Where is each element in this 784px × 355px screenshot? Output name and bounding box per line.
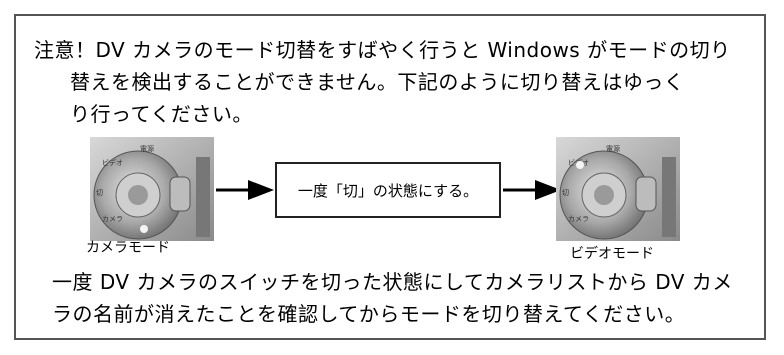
- dial-label-video: ビデオ: [102, 158, 123, 167]
- notice-line-3: り行ってください。: [70, 102, 253, 126]
- off-state-box: 一度「切」の状態にする。: [275, 162, 501, 218]
- dial-label-off: 切: [562, 189, 569, 197]
- off-state-text: 一度「切」の状態にする。: [297, 181, 479, 200]
- dial-label-camera: カメラ: [102, 215, 123, 223]
- notice-line-1: 注意！DV カメラのモード切替をすばやく行うと Windows がモードの切り: [34, 38, 731, 62]
- arrow-right-2: [503, 180, 561, 200]
- dial-label-power: 電源: [140, 144, 154, 153]
- camera-mode-photo: 電源 ビデオ 切 カメラ: [90, 137, 214, 241]
- instruction-line-1: 一度 DV カメラのスイッチを切った状態にしてカメラリストから DV カメ: [52, 270, 733, 294]
- instruction-line-2: ラの名前が消えたことを確認してからモードを切り替えてください。: [52, 302, 686, 326]
- arrow-right-1: [216, 180, 274, 200]
- video-mode-caption: ビデオモード: [570, 246, 654, 262]
- dial-label-camera: カメラ: [568, 215, 589, 223]
- camera-mode-caption: カメラモード: [86, 240, 170, 256]
- dial-label-power: 電源: [606, 144, 620, 153]
- notice-line-2: 替えを検出することができません。下記のように切り替えはゆっく: [70, 70, 685, 94]
- video-mode-photo: 電源 ビデオ 切 カメラ: [556, 137, 680, 241]
- dial-label-off: 切: [96, 189, 103, 197]
